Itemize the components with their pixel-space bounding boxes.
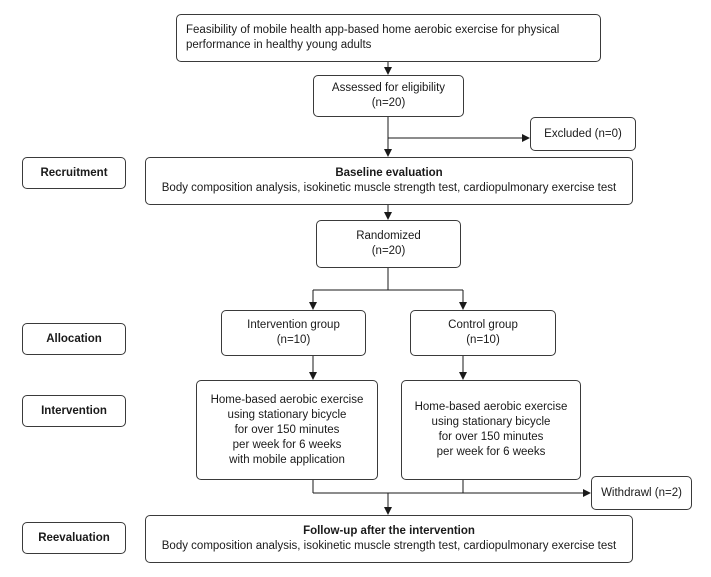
- control-group-count: (n=10): [466, 334, 500, 346]
- assessed-label: Assessed for eligibility: [331, 82, 446, 94]
- stage-recruitment: Recruitment: [22, 157, 126, 189]
- control-group-label: Control group: [448, 319, 518, 331]
- intervention-group-box: Intervention group (n=10): [221, 310, 366, 356]
- withdrawal-box: Withdrawl (n=2): [591, 476, 692, 510]
- followup-box: Follow-up after the intervention Body co…: [145, 515, 633, 563]
- intervention-protocol-line-4: per week for 6 weeks: [232, 438, 342, 451]
- control-group-box: Control group (n=10): [410, 310, 556, 356]
- control-protocol-line-3: for over 150 minutes: [438, 431, 544, 443]
- randomized-count: (n=20): [371, 245, 406, 257]
- study-title-line-2: performance in healthy young adults: [186, 39, 372, 51]
- stage-allocation: Allocation: [22, 323, 126, 355]
- baseline-detail: Body composition analysis, isokinetic mu…: [161, 182, 617, 194]
- randomized-label: Randomized: [356, 230, 421, 242]
- stage-reevaluation-label: Reevaluation: [38, 532, 110, 544]
- intervention-protocol-line-1: Home-based aerobic exercise: [210, 393, 364, 406]
- intervention-group-count: (n=10): [276, 334, 311, 346]
- stage-intervention-label: Intervention: [41, 405, 107, 417]
- intervention-protocol-line-5: with mobile application: [229, 453, 345, 466]
- stage-reevaluation: Reevaluation: [22, 522, 126, 554]
- control-protocol-line-4: per week for 6 weeks: [436, 446, 546, 458]
- excluded-label: Excluded (n=0): [544, 127, 622, 140]
- baseline-evaluation-box: Baseline evaluation Body composition ana…: [145, 157, 633, 205]
- stage-intervention: Intervention: [22, 395, 126, 427]
- intervention-protocol-line-3: for over 150 minutes: [234, 423, 340, 436]
- excluded-box: Excluded (n=0): [530, 117, 636, 151]
- assessed-eligibility-box: Assessed for eligibility (n=20): [313, 75, 464, 117]
- control-protocol-box: Home-based aerobic exercise using statio…: [401, 380, 581, 480]
- study-title-box: Feasibility of mobile health app-based h…: [176, 14, 601, 62]
- baseline-title: Baseline evaluation: [335, 167, 443, 179]
- intervention-group-label: Intervention group: [247, 319, 340, 331]
- intervention-protocol-line-2: using stationary bicycle: [227, 408, 347, 421]
- control-protocol-line-2: using stationary bicycle: [431, 416, 551, 428]
- stage-allocation-label: Allocation: [46, 333, 102, 345]
- randomized-box: Randomized (n=20): [316, 220, 461, 268]
- followup-title: Follow-up after the intervention: [303, 525, 475, 537]
- withdrawal-label: Withdrawl (n=2): [601, 486, 682, 499]
- followup-detail: Body composition analysis, isokinetic mu…: [161, 540, 617, 552]
- assessed-count: (n=20): [371, 97, 406, 109]
- control-protocol-line-1: Home-based aerobic exercise: [414, 401, 568, 413]
- stage-recruitment-label: Recruitment: [40, 167, 108, 179]
- intervention-protocol-box: Home-based aerobic exercise using statio…: [196, 380, 378, 480]
- study-title-line-1: Feasibility of mobile health app-based h…: [186, 24, 560, 36]
